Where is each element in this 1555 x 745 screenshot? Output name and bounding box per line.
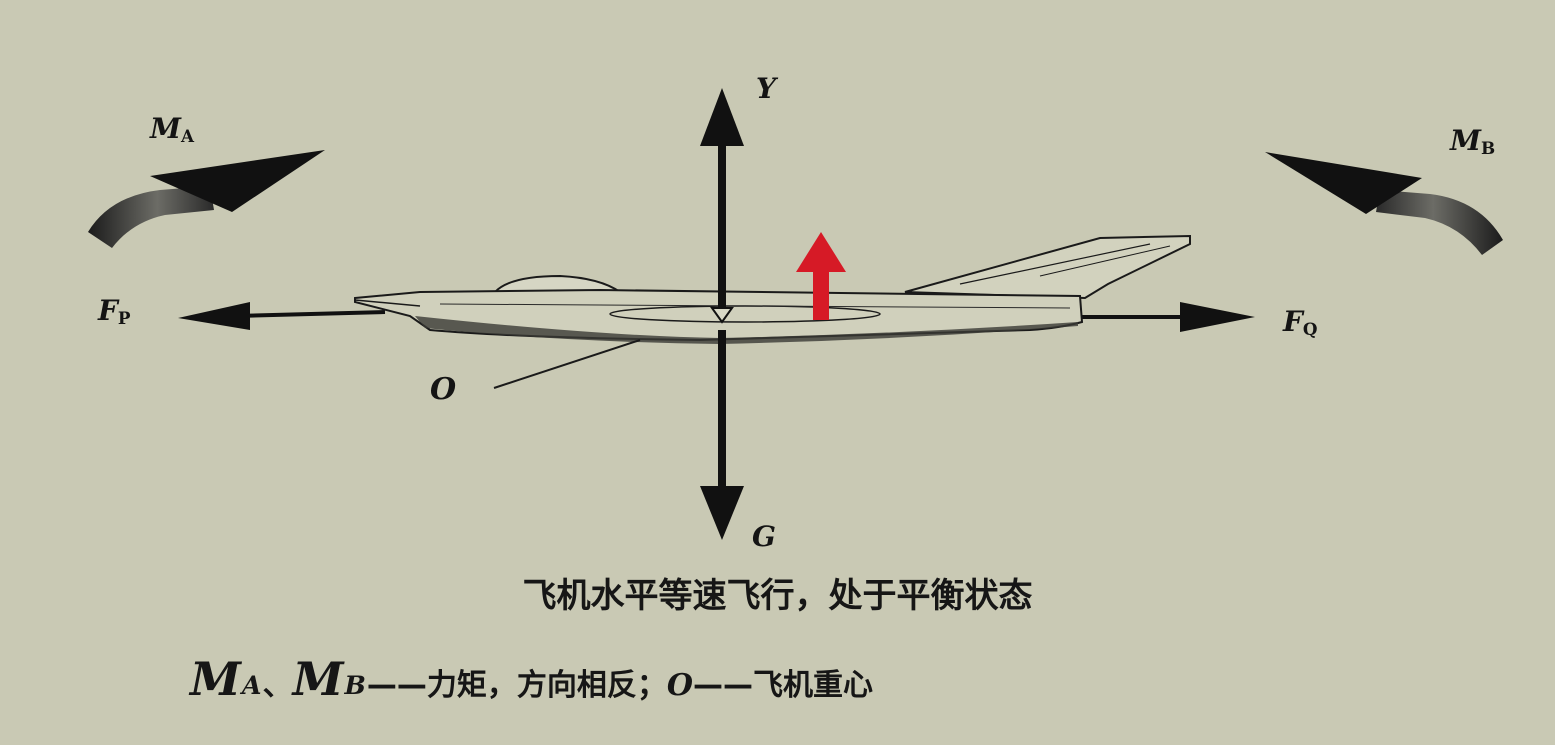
legend-text-moment: 力矩，方向相反； xyxy=(426,668,667,703)
force-arrow-y xyxy=(700,88,744,310)
label-fq: FQ xyxy=(1283,305,1318,340)
center-of-gravity-marker xyxy=(710,307,734,324)
label-g: G xyxy=(752,520,776,553)
legend-line: MA、MB——力矩，方向相反；O——飞机重心 xyxy=(190,652,873,706)
legend-ma: MA xyxy=(190,652,263,706)
force-arrow-fp xyxy=(178,302,386,330)
label-fp: FP xyxy=(98,294,131,329)
legend-o: O xyxy=(666,668,694,703)
legend-text-cg: 飞机重心 xyxy=(753,668,874,703)
moment-arrow-mb xyxy=(1265,152,1503,255)
legend-dash-1: —— xyxy=(366,668,427,703)
legend-mb: MB xyxy=(292,652,367,706)
force-arrow-g xyxy=(700,330,744,540)
aircraft-illustration xyxy=(354,234,1191,344)
moment-arrow-ma xyxy=(88,150,325,248)
legend-dash-2: —— xyxy=(693,668,754,703)
label-o: O xyxy=(430,372,457,407)
leader-line-o xyxy=(493,339,641,389)
highlight-up-arrow xyxy=(796,232,846,320)
label-y: Y xyxy=(756,72,776,105)
legend-separator: 、 xyxy=(262,668,293,703)
label-mb: MB xyxy=(1450,124,1496,159)
force-arrow-fq xyxy=(1075,302,1255,332)
diagram-caption: 飞机水平等速飞行，处于平衡状态 xyxy=(522,576,1033,616)
label-ma: MA xyxy=(150,112,195,147)
